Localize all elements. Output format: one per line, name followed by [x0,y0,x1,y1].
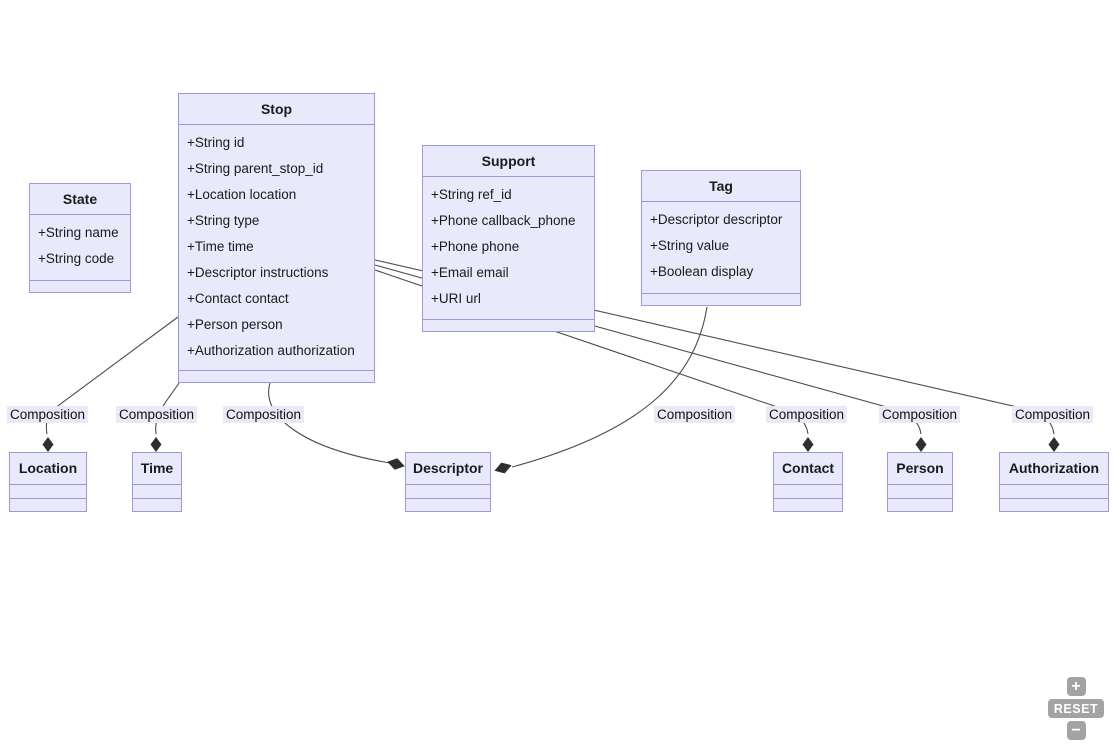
class-attribute: +String code [38,251,115,266]
composition-diamond-icon [387,458,405,470]
relationship-label-stop-person[interactable]: Composition [879,406,961,423]
class-box-descriptor[interactable]: Descriptor [405,452,491,512]
class-empty-compartment [1000,484,1108,498]
relationship-label-stop-time[interactable]: Composition [116,406,198,423]
class-box-time[interactable]: Time [132,452,182,512]
zoom-out-button[interactable]: − [1066,721,1086,740]
class-attribute: +String value [650,238,730,253]
class-attributes: +String id +String parent_stop_id +Locatio… [179,125,374,370]
class-attribute: +Descriptor descriptor [650,212,783,227]
class-empty-compartment [133,498,181,511]
class-attribute: +String name [38,225,119,240]
class-attributes: +String name +String code [30,215,130,280]
relationship-label-stop-descriptor[interactable]: Composition [223,406,305,423]
class-empty-compartment [406,498,490,511]
class-attribute: +Phone phone [431,239,520,254]
class-methods-compartment [642,293,800,305]
class-box-stop[interactable]: Stop +String id +String parent_stop_id +Loc… [178,93,375,383]
class-methods-compartment [30,280,130,292]
class-box-person[interactable]: Person [887,452,953,512]
class-attribute: +Person person [187,317,283,332]
canvas-zoom-controls: + RESET − [1046,674,1106,743]
class-title: Tag [642,171,800,202]
class-attribute: +Location location [187,187,297,202]
class-title: Person [896,460,944,476]
class-attribute: +String ref_id [431,187,512,202]
composition-diamond-icon [915,437,927,452]
class-box-tag[interactable]: Tag +Descriptor descriptor +String value +B… [641,170,801,306]
composition-diamond-icon [802,437,814,452]
class-attribute: +String parent_stop_id [187,161,324,176]
class-title: Support [423,146,594,177]
class-title: Stop [179,94,374,125]
class-attributes: +String ref_id +Phone callback_phone +Phon… [423,177,594,319]
class-empty-compartment [774,484,842,498]
composition-connector-tag-descriptor[interactable] [511,306,708,468]
class-methods-compartment [423,319,594,331]
class-box-state[interactable]: State +String name +String code [29,183,131,293]
class-attribute: +String id [187,135,245,150]
composition-diamond-icon [1048,437,1060,452]
class-empty-compartment [774,498,842,511]
class-methods-compartment [179,370,374,382]
relationship-label-stop-authorization[interactable]: Composition [1012,406,1094,423]
class-attribute: +Time time [187,239,254,254]
class-empty-compartment [1000,498,1108,511]
class-title: Descriptor [412,460,484,476]
class-attribute: +Descriptor instructions [187,265,329,280]
class-empty-compartment [888,498,952,511]
class-attributes: +Descriptor descriptor +String value +Bool… [642,202,800,293]
class-box-contact[interactable]: Contact [773,452,843,512]
composition-diamond-icon [150,437,162,452]
class-attribute: +Boolean display [650,264,754,279]
class-box-location[interactable]: Location [9,452,87,512]
relationship-label-stop-location[interactable]: Composition [7,406,89,423]
class-empty-compartment [133,484,181,498]
class-attribute: +Email email [431,265,509,280]
class-attribute: +URI url [431,291,481,306]
class-title: Authorization [1008,460,1100,476]
class-title: Contact [781,460,835,476]
class-attribute: +Authorization authorization [187,343,355,358]
relationship-label-tag-descriptor[interactable]: Composition [654,406,736,423]
class-box-authorization[interactable]: Authorization [999,452,1109,512]
class-empty-compartment [10,498,86,511]
class-empty-compartment [888,484,952,498]
relationship-label-stop-contact[interactable]: Composition [766,406,848,423]
composition-connector-stop-descriptor[interactable] [268,382,391,464]
zoom-in-button[interactable]: + [1066,677,1086,696]
class-empty-compartment [10,484,86,498]
reset-button[interactable]: RESET [1047,699,1105,718]
class-title: Location [18,460,78,476]
class-title: Time [140,460,174,476]
class-empty-compartment [406,484,490,498]
class-title: State [30,184,130,215]
class-attribute: +String type [187,213,260,228]
class-box-support[interactable]: Support +String ref_id +Phone callback_pho… [422,145,595,332]
composition-diamond-icon [494,462,512,474]
class-attribute: +Contact contact [187,291,289,306]
class-attribute: +Phone callback_phone [431,213,576,228]
composition-diamond-icon [42,437,54,452]
